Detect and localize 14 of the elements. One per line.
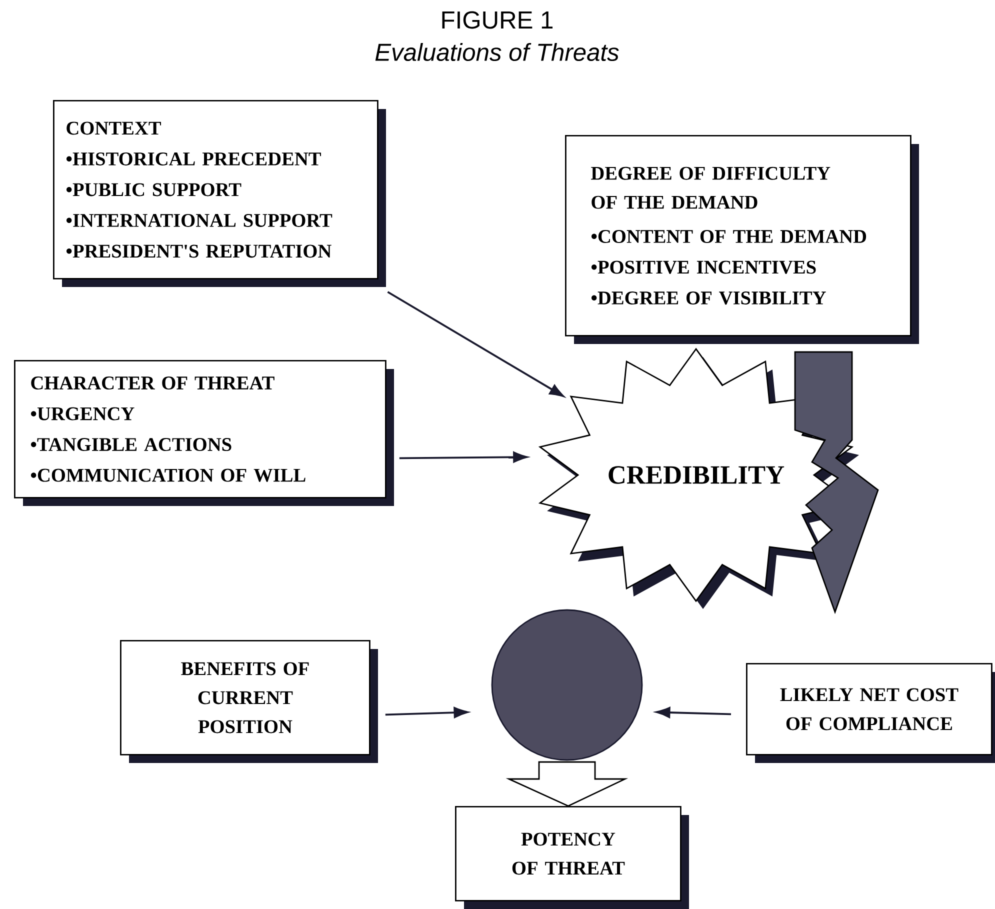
arrow	[399, 452, 528, 463]
block-arrow	[794, 351, 879, 614]
block-arrow	[506, 761, 628, 807]
figure-subtitle: Evaluations of Threats	[375, 42, 619, 62]
text-box: BENEFITS OF CURRENT POSITION	[120, 640, 378, 763]
text-box: CONTEXT •HISTORICAL PRECEDENT •PUBLIC SUPPORT •INTERNATIONAL SUPPORT •PRESIDENT'S REPUTATION	[53, 100, 386, 287]
circle-shape	[491, 609, 643, 761]
text-box: POTENCY OF THREAT	[455, 806, 689, 909]
text-box: CHARACTER OF THREAT •URGENCY •TANGIBLE ACTIONS •COMMUNICATION OF WILL	[14, 360, 394, 506]
arrow	[387, 291, 564, 397]
text-box: DEGREE OF DIFFICULTY OF THE DEMAND •CONTENT OF THE DEMAND •POSITIVE INCENTIVES •DEGREE OF VISIBILITY	[565, 135, 920, 344]
text-box: LIKELY NET COST OF COMPLIANCE	[746, 663, 995, 763]
figure-title: FIGURE 1	[442, 11, 553, 29]
arrow	[385, 707, 468, 718]
